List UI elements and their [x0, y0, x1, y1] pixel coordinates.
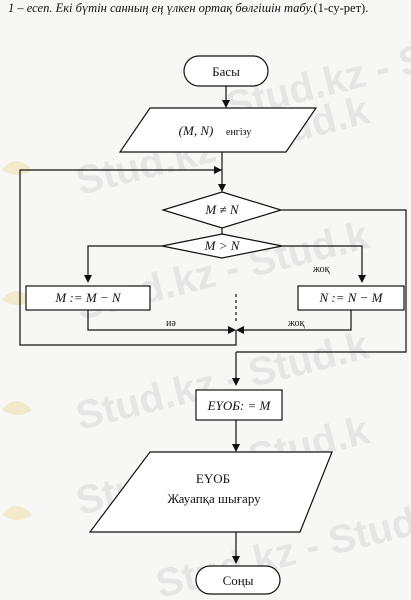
arrow-icon [218, 184, 226, 192]
problem-statement: 1 – есеп. Екі бүтін санның ең үлкен орта… [8, 0, 406, 16]
edge-label-no-bottom: жоқ [287, 318, 305, 329]
input-vars: (M, N) [179, 123, 214, 138]
arrow-icon [358, 275, 366, 283]
arrow-icon [236, 326, 244, 334]
edge-label-yes-bottom: иә [166, 318, 176, 329]
output-title: ЕҮОБ [196, 471, 230, 486]
assign-n-block: N := N − M [297, 285, 405, 311]
input-word: енгізу [226, 127, 251, 138]
watermark-logo-icon [2, 161, 32, 520]
problem-figure-ref: (1-су-рет). [313, 1, 369, 15]
cond-gt-label: M > N [204, 238, 241, 253]
problem-lead: 1 – есеп. Екі бүтін санның ең үлкен орта… [8, 1, 314, 15]
condition-greater: M > N [161, 233, 283, 259]
arrow-icon [222, 100, 230, 108]
start-terminal: Басы [183, 55, 269, 87]
condition-not-equal: M ≠ N [160, 191, 284, 229]
start-label: Басы [212, 64, 240, 79]
edge-label-no-right: жоқ [312, 264, 330, 275]
arrow-icon [84, 275, 92, 283]
assign-m-block: M := M − N [25, 285, 151, 311]
assign-m-label: M := M − N [54, 290, 122, 305]
output-text: Жауапқа шығару [167, 491, 261, 506]
assign-result-label: ЕҮОБ: = M [207, 398, 272, 413]
arrow-icon [232, 378, 240, 386]
arrow-icon [232, 444, 240, 452]
cond-ne-label: M ≠ N [204, 202, 239, 217]
arrow-icon [214, 166, 222, 174]
output-block: ЕҮОБ Жауапқа шығару [88, 451, 333, 533]
end-label: Соңы [223, 573, 254, 588]
assign-result-block: ЕҮОБ: = M [195, 389, 283, 421]
end-terminal: Соңы [195, 565, 281, 595]
arrow-icon [228, 326, 236, 334]
input-block: (M, N) енгізу [118, 107, 318, 153]
arrow-icon [232, 556, 240, 564]
assign-n-label: N := N − M [318, 290, 383, 305]
